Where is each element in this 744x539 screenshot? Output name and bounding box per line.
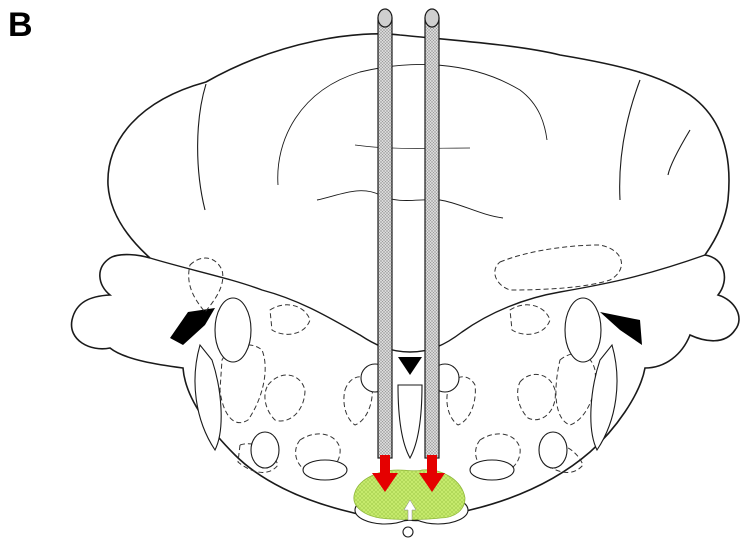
cannula-left — [378, 9, 392, 458]
cannula-right — [425, 9, 439, 458]
